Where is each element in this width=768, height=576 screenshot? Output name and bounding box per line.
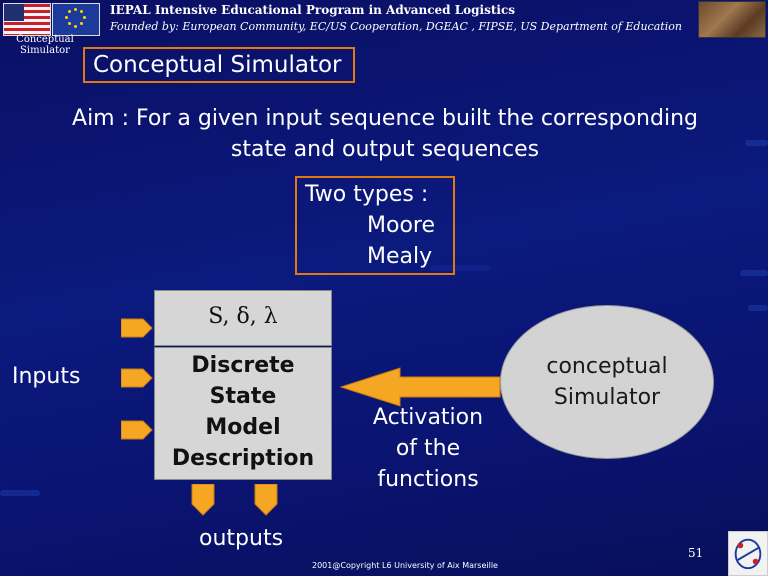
simulator-ellipse bbox=[500, 305, 714, 459]
us-flag-icon bbox=[3, 3, 51, 36]
input-arrow-icon bbox=[121, 368, 153, 388]
output-arrow-icon bbox=[191, 484, 215, 516]
background-streak bbox=[430, 265, 490, 271]
simulator-line-2: Simulator bbox=[553, 385, 661, 410]
page-number: 51 bbox=[688, 546, 704, 560]
header-photo bbox=[698, 1, 766, 38]
model-line-1: Discrete bbox=[191, 353, 295, 378]
background-streak bbox=[748, 305, 768, 311]
copyright: 2001@Copyright L6 University of Aix Mars… bbox=[312, 561, 498, 570]
model-line-3: Model bbox=[205, 415, 281, 440]
activation-line-2: of the bbox=[395, 436, 461, 461]
background-streak bbox=[745, 140, 768, 146]
activation-line-1: Activation bbox=[372, 405, 484, 430]
university-logo-icon bbox=[728, 531, 768, 576]
aim-text: Aim : For a given input sequence built t… bbox=[40, 103, 730, 165]
simulator-label: conceptual Simulator bbox=[500, 351, 714, 413]
background-streak bbox=[740, 270, 768, 276]
outputs-label: outputs bbox=[199, 526, 284, 551]
slide-title: Conceptual Simulator bbox=[83, 47, 355, 83]
section-label: Conceptual Simulator bbox=[16, 34, 74, 56]
model-line-4: Description bbox=[171, 446, 315, 471]
activation-line-3: functions bbox=[377, 467, 479, 492]
header-subtitle: Founded by: European Community, EC/US Co… bbox=[110, 20, 682, 33]
types-box: Two types : Moore Mealy bbox=[295, 176, 455, 275]
model-symbols: S, δ, λ bbox=[154, 290, 332, 346]
input-arrow-icon bbox=[121, 420, 153, 440]
background-streak bbox=[0, 490, 40, 496]
simulator-line-1: conceptual bbox=[546, 354, 668, 379]
type-mealy: Mealy bbox=[367, 244, 433, 269]
types-heading: Two types : bbox=[305, 182, 429, 207]
header-title: IEPAL Intensive Educational Program in A… bbox=[110, 3, 516, 17]
inputs-label: Inputs bbox=[12, 364, 81, 389]
model-line-2: State bbox=[209, 384, 277, 409]
model-description-box: Discrete State Model Description bbox=[154, 347, 332, 480]
aim-line-2: state and output sequences bbox=[230, 137, 540, 162]
output-arrow-icon bbox=[254, 484, 278, 516]
type-moore: Moore bbox=[367, 213, 435, 238]
eu-flag-icon bbox=[52, 3, 100, 36]
aim-line-1: Aim : For a given input sequence built t… bbox=[72, 106, 698, 131]
input-arrow-icon bbox=[121, 318, 153, 338]
activation-text: Activation of the functions bbox=[358, 402, 498, 495]
